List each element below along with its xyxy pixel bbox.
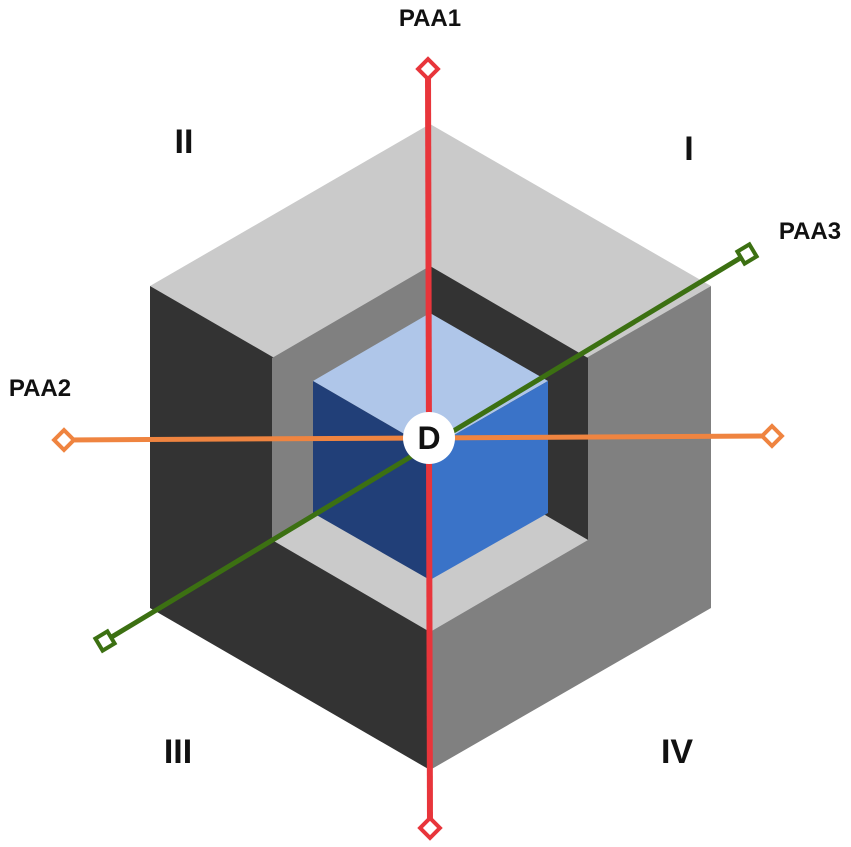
center-label: D bbox=[417, 420, 440, 456]
paa1-label: PAA1 bbox=[399, 5, 461, 32]
quadrant-1-label: I bbox=[684, 130, 693, 168]
paa2-left-marker bbox=[51, 427, 77, 453]
center-point bbox=[403, 412, 455, 464]
paa3-lower-marker bbox=[92, 628, 118, 654]
paa3-upper-marker bbox=[734, 241, 760, 267]
paa2-right-marker bbox=[759, 423, 785, 449]
quadrant-3-label: III bbox=[164, 733, 192, 771]
paa3-label: PAA3 bbox=[779, 218, 841, 245]
cube-right-face bbox=[430, 381, 548, 580]
paa2-label: PAA2 bbox=[9, 375, 71, 402]
paa1-bottom-marker bbox=[417, 815, 443, 841]
quadrant-2-label: II bbox=[175, 123, 194, 161]
paa1-top-marker bbox=[415, 56, 441, 82]
quadrant-4-label: IV bbox=[661, 733, 693, 771]
